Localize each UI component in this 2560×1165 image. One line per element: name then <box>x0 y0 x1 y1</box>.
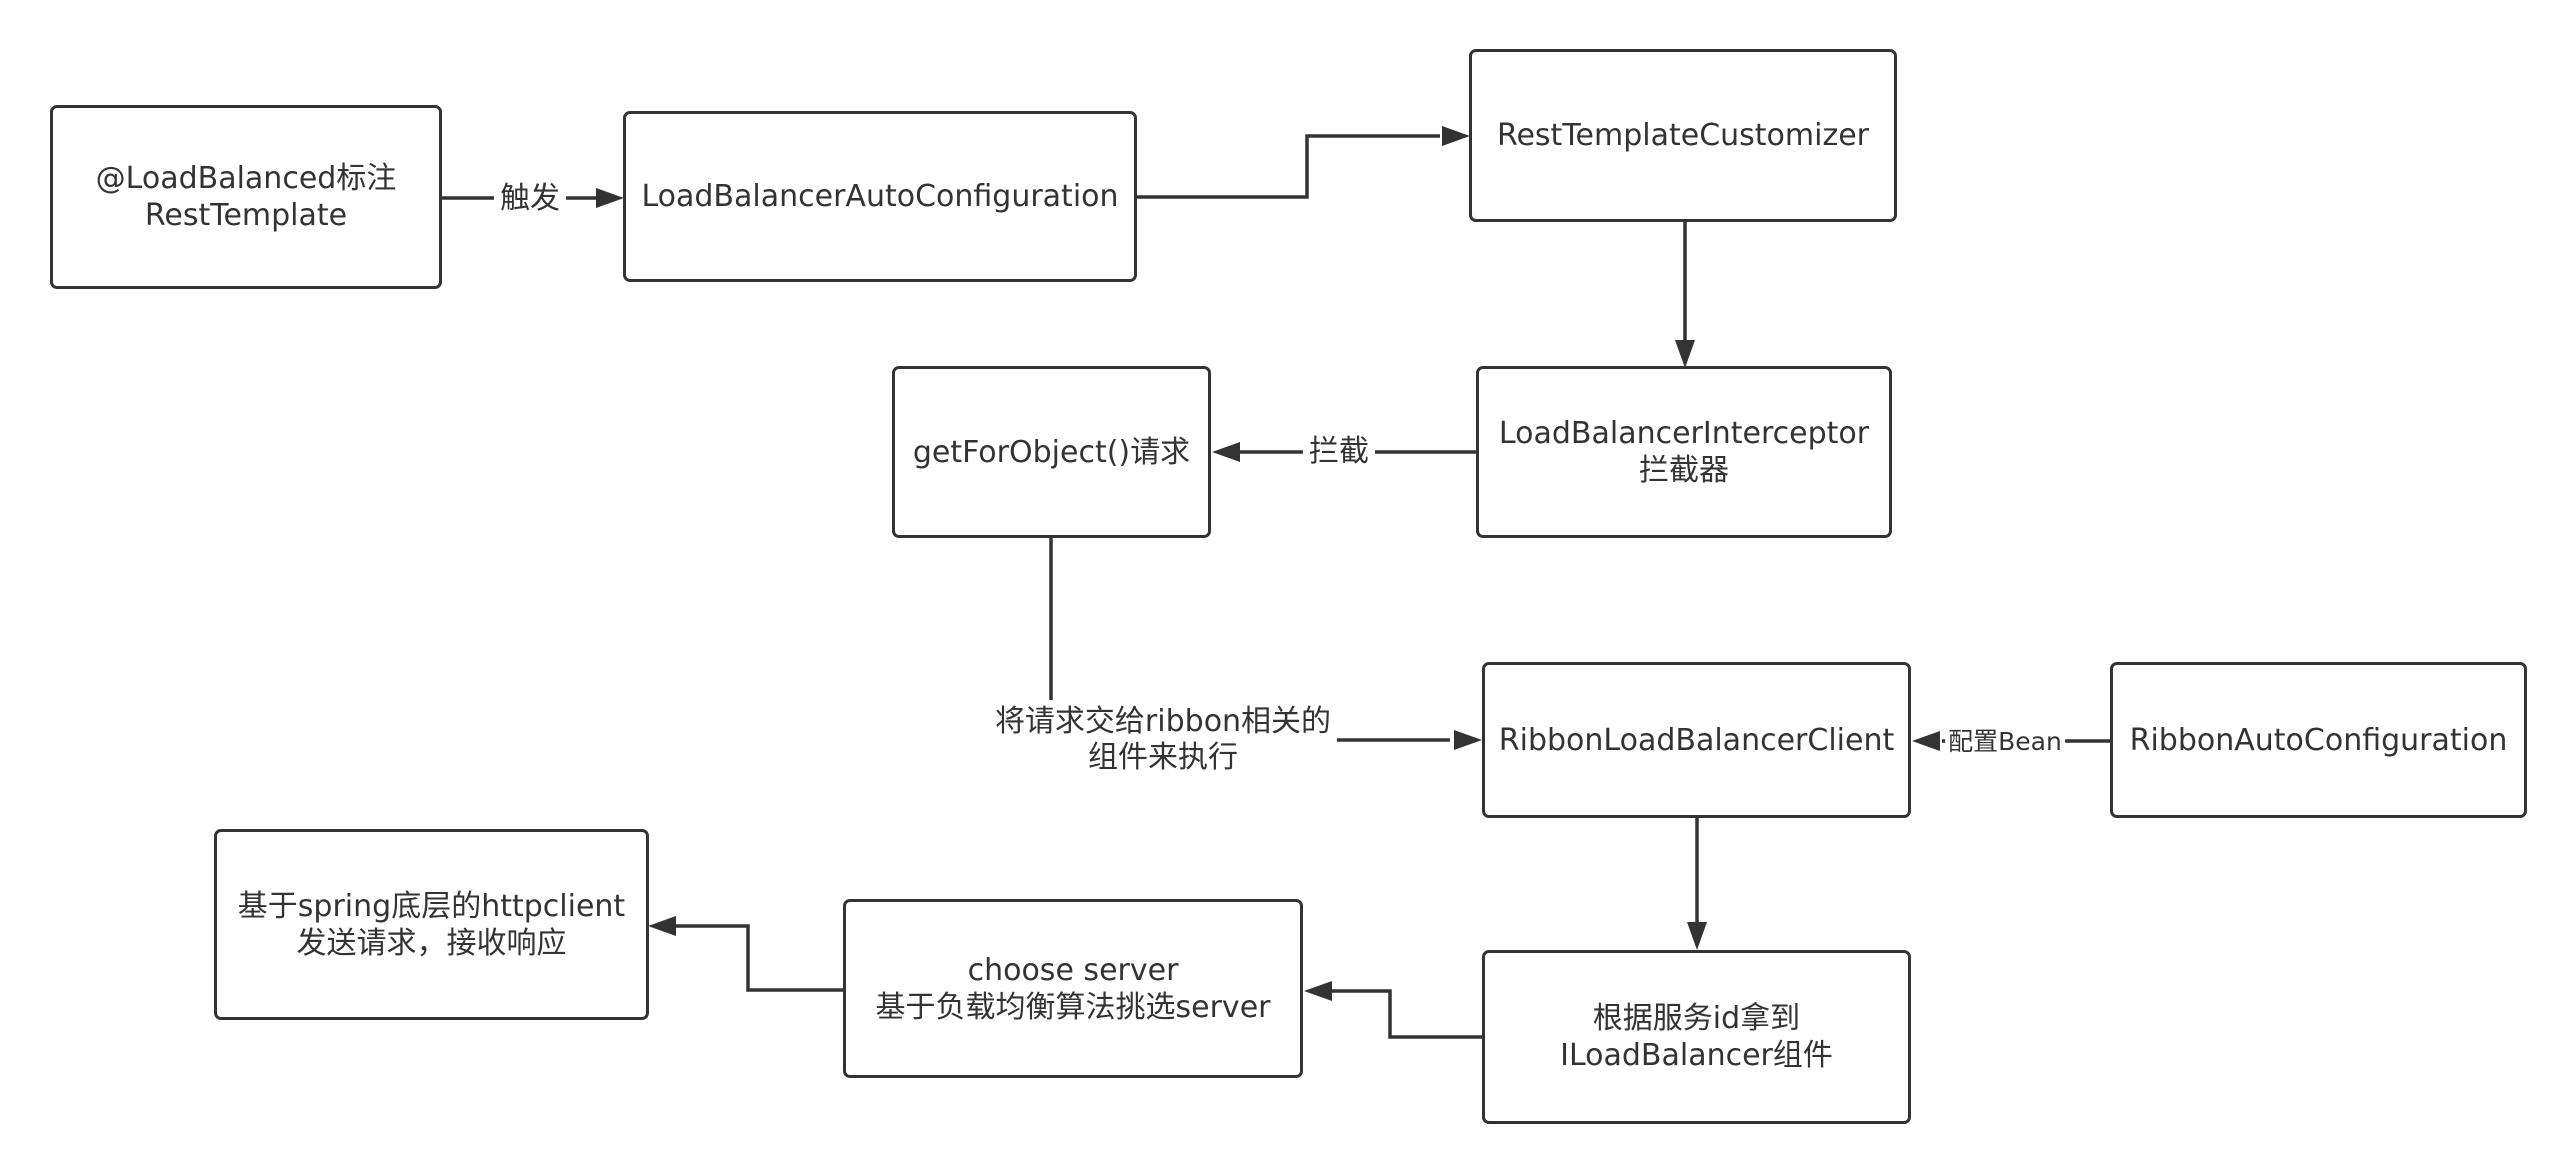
edge-label-line: 将请求交给ribbon相关的 <box>994 704 1332 739</box>
loadbalancer-autoconfiguration-node: LoadBalancerAutoConfiguration <box>623 111 1137 282</box>
node-text-line: LoadBalancerInterceptor <box>1498 416 1870 451</box>
arrowhead-getforobject <box>1212 442 1240 462</box>
edge-label-trigger: 触发 <box>494 181 566 217</box>
node-text-line: 基于spring底层的httpclient <box>237 888 626 924</box>
arrowhead-autoconfig <box>596 188 624 208</box>
node-text-line: 根据服务id拿到 <box>1592 1001 1801 1036</box>
edge-label-line: 触发 <box>500 181 560 216</box>
arrowhead-ribbonclient <box>1454 730 1482 750</box>
choose-server-node: choose server 基于负载均衡算法挑选server <box>843 899 1303 1078</box>
node-text-line: choose server <box>967 952 1179 988</box>
arrowhead-customizer <box>1442 126 1470 146</box>
node-text-line: @LoadBalanced标注 <box>95 161 397 196</box>
ribbon-loadbalancer-client-node: RibbonLoadBalancerClient <box>1482 662 1911 818</box>
node-text-line: RestTemplate <box>144 198 348 233</box>
node-text-line: 发送请求，接收响应 <box>296 925 567 961</box>
edge-label-config-bean: 配置Bean <box>1945 724 2065 760</box>
edge-label-line: 拦截 <box>1309 434 1369 469</box>
edge-chooseserver-to-httpclient <box>675 924 845 992</box>
node-text-line: ILoadBalancer组件 <box>1560 1038 1833 1073</box>
edge-getbalancer-to-chooseserver <box>1325 989 1485 1039</box>
node-text-line: 拦截器 <box>1639 453 1729 488</box>
edge-label-line: 组件来执行 <box>1088 740 1238 775</box>
edge-label-intercept: 拦截 <box>1303 434 1375 470</box>
httpclient-send-request-node: 基于spring底层的httpclient 发送请求，接收响应 <box>214 829 649 1020</box>
node-text-line: 基于负载均衡算法挑选server <box>875 989 1271 1025</box>
edge-autoconfig-to-customizer <box>1137 134 1440 199</box>
arrowhead-interceptor <box>1675 340 1695 368</box>
get-iloadbalancer-node: 根据服务id拿到 ILoadBalancer组件 <box>1482 950 1911 1124</box>
edge-label-line: 配置Bean <box>1948 727 2062 756</box>
edge-label-delegate: 将请求交给ribbon相关的 组件来执行 <box>988 700 1338 780</box>
node-text-line: RestTemplateCustomizer <box>1496 118 1870 153</box>
loadbalanced-annotation-node: @LoadBalanced标注 RestTemplate <box>50 105 442 289</box>
node-text-line: RibbonLoadBalancerClient <box>1498 722 1895 758</box>
node-text-line: RibbonAutoConfiguration <box>2129 722 2508 758</box>
arrowhead-httpclient <box>648 916 676 936</box>
ribbon-autoconfiguration-node: RibbonAutoConfiguration <box>2110 662 2527 818</box>
node-text-line: LoadBalancerAutoConfiguration <box>641 179 1119 214</box>
arrowhead-ribbonclient-config <box>1912 731 1940 751</box>
resttemplate-customizer-node: RestTemplateCustomizer <box>1469 49 1897 222</box>
arrowhead-getbalancer <box>1687 922 1707 950</box>
loadbalancer-interceptor-node: LoadBalancerInterceptor 拦截器 <box>1476 366 1892 538</box>
arrowhead-chooseserver <box>1304 981 1332 1001</box>
getforobject-request-node: getForObject()请求 <box>892 366 1211 538</box>
node-text-line: getForObject()请求 <box>912 434 1191 470</box>
